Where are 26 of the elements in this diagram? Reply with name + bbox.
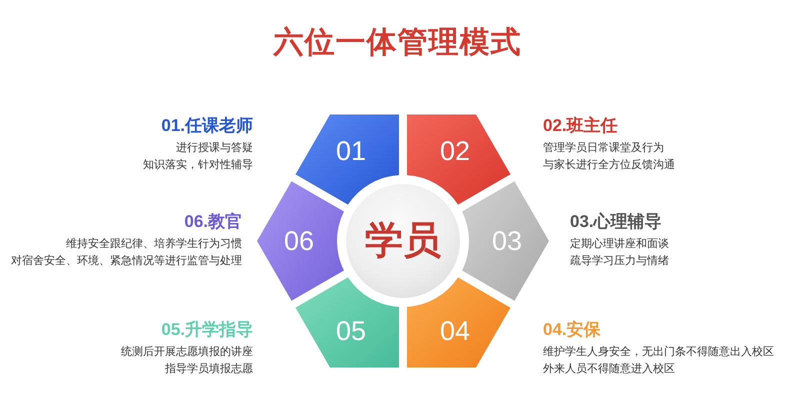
description-text: 定期心理讲座和面谈 — [570, 236, 669, 252]
description-text: 对宿舍安全、环境、紧急情况等进行监管与处理 — [11, 254, 242, 268]
segment-number: 04 — [440, 316, 470, 346]
section-heading: 03.心理辅导 — [570, 211, 662, 233]
section-heading: 04.安保 — [543, 319, 601, 341]
description-text: 统测后开展志愿填报的讲座 — [121, 344, 253, 360]
section-heading: 02.班主任 — [543, 115, 618, 137]
segment-number: 03 — [492, 226, 522, 256]
description-text: 维护学生人身安全，无出门条不得随意出入校区 — [543, 344, 774, 360]
description-text: 管理学员日常课堂及行为 — [543, 140, 664, 156]
description-text: 进行授课与答疑 — [176, 140, 253, 156]
description-text: 疏导学习压力与情绪 — [570, 254, 669, 268]
description-text: 指导学员填报志愿 — [165, 362, 253, 376]
segment-number: 01 — [336, 136, 366, 166]
section-heading: 01.任课老师 — [161, 115, 253, 137]
description-text: 外来人员不得随意进入校区 — [543, 362, 675, 376]
section-heading: 05.升学指导 — [161, 319, 253, 341]
segment-number: 02 — [440, 136, 470, 166]
diagram-title: 六位一体管理模式 — [274, 25, 522, 61]
description-text: 知识落实，针对性辅导 — [143, 158, 253, 172]
segment-number: 06 — [284, 226, 314, 256]
description-text: 与家长进行全方位反馈沟通 — [543, 158, 675, 172]
segment-number: 05 — [336, 316, 366, 346]
section-heading: 06.教官 — [184, 211, 242, 233]
center-label: 学员 — [365, 219, 441, 263]
description-text: 维持安全跟纪律、培养学生行为习惯 — [66, 236, 242, 252]
